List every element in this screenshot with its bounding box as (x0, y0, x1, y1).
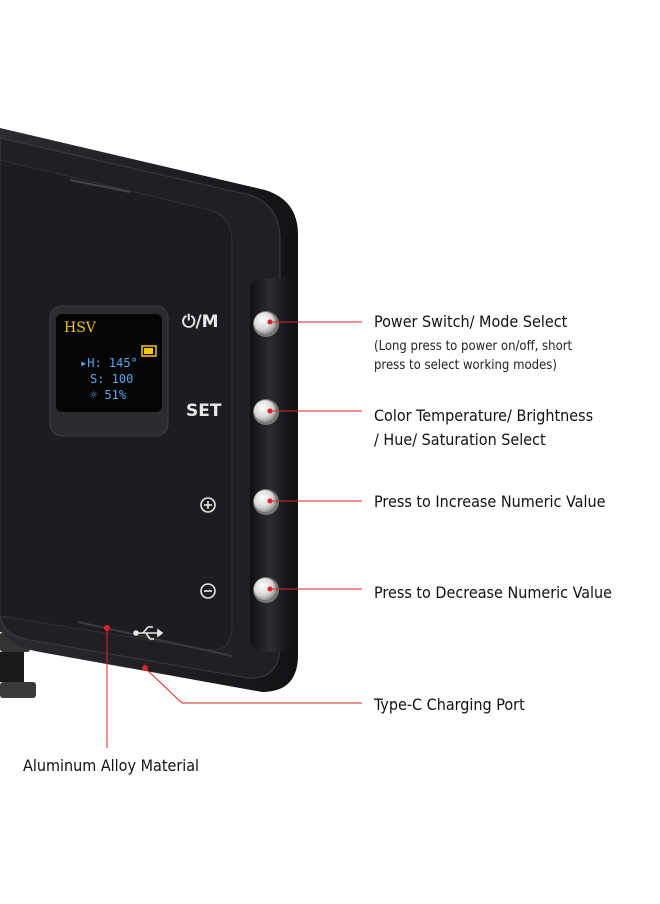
power-callout-title: Power Switch/ Mode Select (374, 312, 568, 331)
callout-dots (104, 319, 273, 671)
typec-callout: Type-C Charging Port (374, 695, 525, 714)
display-brightness: ☼ 51% (90, 388, 127, 402)
callout-lines (106, 321, 362, 748)
display-mode: HSV (64, 320, 96, 336)
power-callout-note-2: press to select working modes) (374, 358, 557, 373)
plus-button[interactable] (253, 489, 279, 515)
set-callout-line-1: Color Temperature/ Brightness (374, 406, 594, 425)
display-hue: ▸H: 145° (80, 356, 138, 370)
set-button-label: SET (186, 401, 222, 421)
power-callout-note-1: (Long press to power on/off, short (374, 339, 573, 354)
set-callout-line-2: / Hue/ Saturation Select (374, 430, 546, 449)
display-saturation: S: 100 (90, 372, 134, 386)
minus-callout: Press to Decrease Numeric Value (374, 583, 613, 602)
plus-icon (200, 497, 216, 513)
minus-button[interactable] (253, 577, 279, 603)
set-button[interactable] (253, 399, 279, 425)
minus-icon (200, 583, 216, 599)
material-callout: Aluminum Alloy Material (23, 756, 200, 775)
mode-button[interactable] (253, 311, 279, 337)
oled-display (49, 305, 169, 437)
plus-callout: Press to Increase Numeric Value (374, 492, 606, 511)
usb-icon (133, 626, 164, 640)
mode-button-label: ⏻/M (182, 312, 219, 332)
